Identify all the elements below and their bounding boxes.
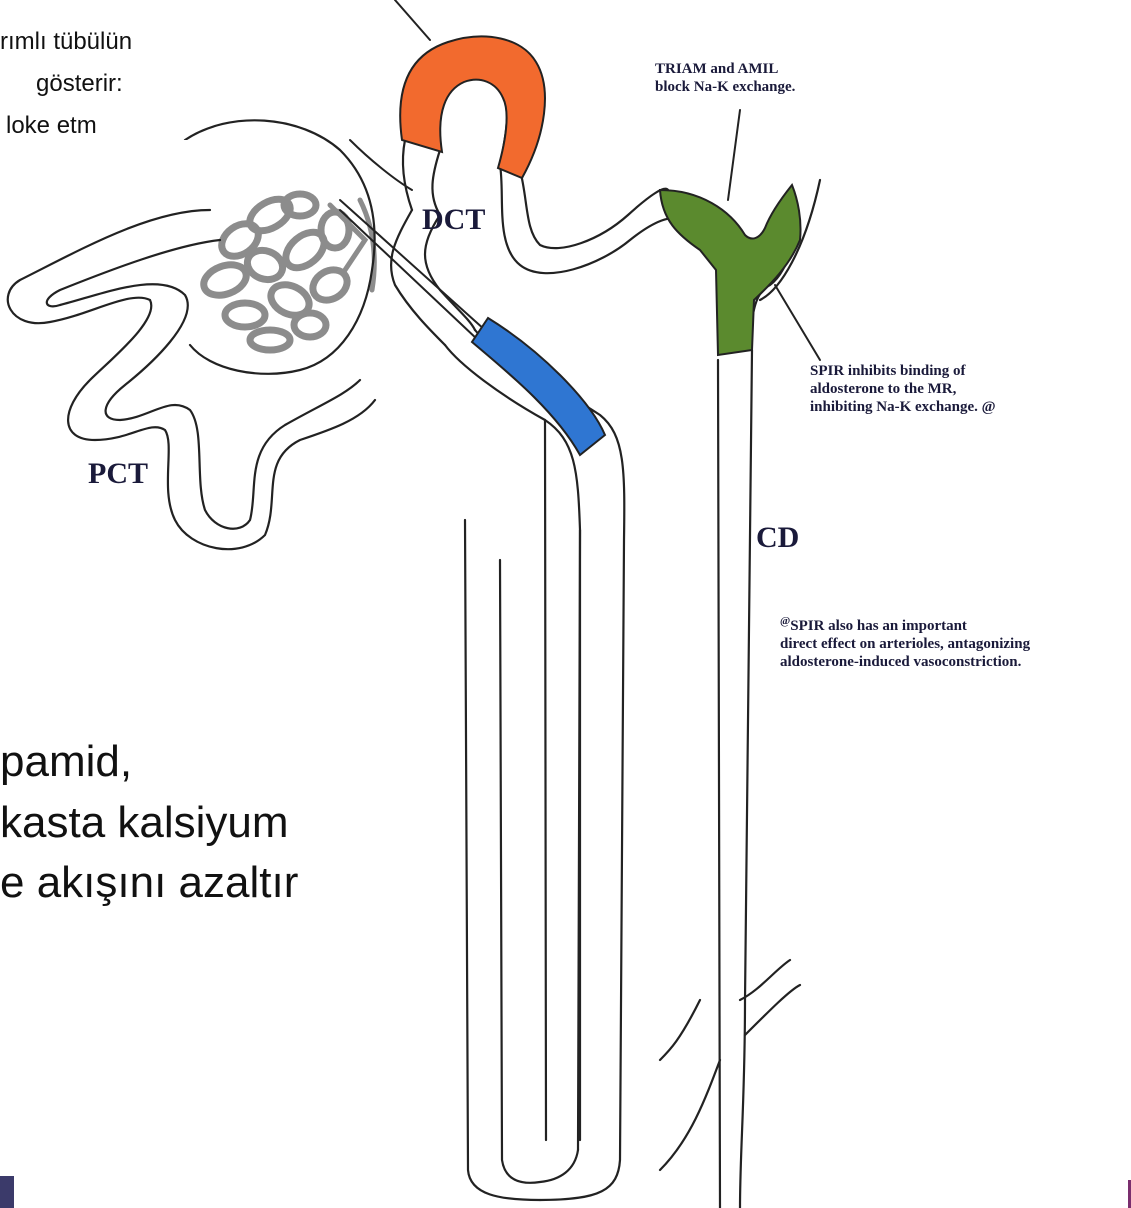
note-spir-line-3: inhibiting Na-K exchange. @	[810, 398, 996, 416]
note-spir-also-line-2: direct effect on arterioles, antagonizin…	[780, 635, 1030, 653]
note-spir-also-text-1: SPIR also has an important	[790, 618, 967, 634]
note-spir-line-1: SPIR inhibits binding of	[810, 362, 996, 380]
label-cd: CD	[756, 521, 799, 555]
loop-orange-segment	[400, 36, 545, 178]
note-spir-line-2: aldosterone to the MR,	[810, 380, 996, 398]
green-segment	[660, 185, 801, 355]
label-dct: DCT	[422, 203, 485, 237]
note-triam-amil-line-1: TRIAM and AMIL	[655, 60, 795, 78]
slide-text-line-3: loke etm	[6, 110, 97, 142]
slide-body-line-2: kasta kalsiyum	[0, 796, 289, 850]
note-spir-also-marker: @	[780, 615, 790, 627]
note-spir-also-line-3: aldosterone-induced vasoconstriction.	[780, 653, 1030, 671]
slide-text-line-1: rımlı tübülün	[0, 26, 132, 58]
slide-corner-block	[0, 1176, 14, 1208]
note-spir-also-line-1: @SPIR also has an important	[780, 612, 1030, 635]
note-spir: SPIR inhibits binding of aldosterone to …	[810, 362, 996, 416]
label-pct: PCT	[88, 457, 148, 491]
tubule-outline	[8, 0, 820, 1208]
note-triam-amil-line-2: block Na-K exchange.	[655, 78, 795, 96]
note-spir-also: @SPIR also has an important direct effec…	[780, 612, 1030, 671]
text-mask	[150, 140, 290, 180]
note-triam-amil: TRIAM and AMIL block Na-K exchange.	[655, 60, 795, 96]
slide-text-line-2: gösterir:	[36, 68, 123, 100]
slide-body-line-1: pamid,	[0, 735, 132, 789]
slide-body-line-3: e akışını azaltır	[0, 856, 298, 910]
